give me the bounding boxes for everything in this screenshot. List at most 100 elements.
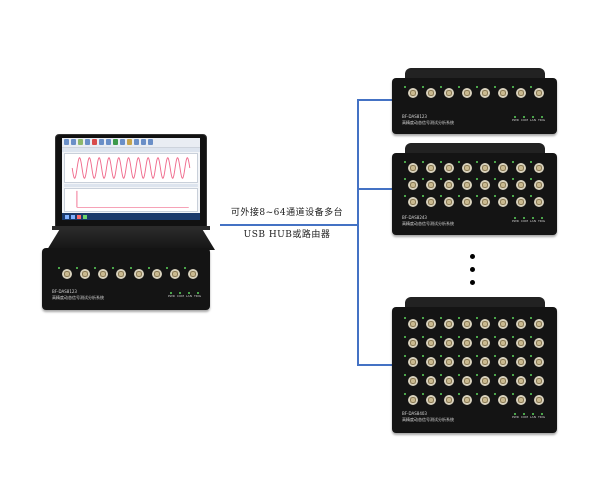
port-led bbox=[440, 178, 442, 180]
bnc-port bbox=[440, 355, 454, 367]
bnc-port bbox=[476, 161, 490, 173]
bnc-port bbox=[422, 86, 436, 98]
bnc-port bbox=[404, 355, 418, 367]
port-led bbox=[530, 161, 532, 163]
status-item: PWR bbox=[168, 292, 175, 298]
status-item: LAN bbox=[529, 116, 536, 122]
bnc-port bbox=[440, 336, 454, 348]
port-led bbox=[422, 86, 424, 88]
port-led bbox=[458, 317, 460, 319]
bnc-port bbox=[512, 355, 526, 367]
toolbar-icon bbox=[120, 139, 125, 145]
status-item: LAN bbox=[529, 217, 536, 223]
port-led bbox=[458, 374, 460, 376]
toolbar-icon bbox=[64, 139, 69, 145]
software-toolbar bbox=[62, 138, 200, 148]
port-led bbox=[530, 374, 532, 376]
port-led bbox=[494, 336, 496, 338]
toolbar-icon bbox=[106, 139, 111, 145]
port-led bbox=[494, 374, 496, 376]
toolbar-icon bbox=[99, 139, 104, 145]
bnc-port bbox=[404, 86, 418, 98]
bnc-port bbox=[494, 178, 508, 190]
port-led bbox=[476, 195, 478, 197]
bnc-port bbox=[494, 161, 508, 173]
bnc-port bbox=[512, 86, 526, 98]
ellipsis-dot bbox=[470, 280, 475, 285]
status-item: LAN bbox=[185, 292, 192, 298]
port-led bbox=[422, 161, 424, 163]
bnc-port bbox=[440, 161, 454, 173]
toolbar-icon bbox=[92, 139, 97, 145]
toolbar-icon bbox=[148, 139, 153, 145]
laptop-screen bbox=[62, 138, 200, 220]
port-led bbox=[112, 267, 114, 269]
port-led bbox=[148, 267, 150, 269]
bnc-port bbox=[458, 374, 472, 386]
port-led bbox=[422, 178, 424, 180]
bnc-port bbox=[476, 393, 490, 405]
bnc-port bbox=[530, 178, 544, 190]
device-model: BF-DAS8403 bbox=[402, 411, 427, 416]
status-item: TRIG bbox=[193, 292, 202, 298]
bnc-port bbox=[440, 178, 454, 190]
bnc-port bbox=[440, 195, 454, 207]
port-led bbox=[530, 195, 532, 197]
bnc-port bbox=[494, 393, 508, 405]
port-led bbox=[458, 178, 460, 180]
port-led bbox=[476, 355, 478, 357]
toolbar-icon bbox=[134, 139, 139, 145]
status-item: COM bbox=[176, 292, 184, 298]
bnc-port bbox=[512, 336, 526, 348]
device-model: BF-DAS8243 bbox=[402, 215, 427, 220]
bnc-port bbox=[530, 161, 544, 173]
port-led bbox=[476, 161, 478, 163]
bnc-port bbox=[148, 267, 162, 279]
bnc-port bbox=[476, 86, 490, 98]
toolbar-icon bbox=[113, 139, 118, 145]
bnc-port bbox=[458, 317, 472, 329]
port-led bbox=[494, 86, 496, 88]
bnc-port bbox=[458, 86, 472, 98]
bnc-port bbox=[458, 178, 472, 190]
bnc-port bbox=[458, 393, 472, 405]
port-led bbox=[530, 317, 532, 319]
port-led bbox=[458, 86, 460, 88]
bnc-port bbox=[404, 178, 418, 190]
port-led bbox=[530, 336, 532, 338]
bnc-port bbox=[476, 178, 490, 190]
port-led bbox=[512, 195, 514, 197]
device-description: 高精度动态信号测试分析系统 bbox=[52, 295, 104, 300]
bnc-port bbox=[476, 336, 490, 348]
port-led bbox=[422, 317, 424, 319]
port-led bbox=[440, 393, 442, 395]
port-led bbox=[422, 355, 424, 357]
bnc-port bbox=[422, 355, 436, 367]
bnc-port bbox=[530, 317, 544, 329]
port-led bbox=[458, 161, 460, 163]
branch-line-3 bbox=[357, 364, 392, 366]
status-item: PWR bbox=[512, 116, 519, 122]
taskbar-icon bbox=[65, 214, 69, 219]
status-item: PWR bbox=[512, 217, 519, 223]
status-item: COM bbox=[520, 116, 528, 122]
bnc-port bbox=[512, 178, 526, 190]
port-led bbox=[440, 355, 442, 357]
port-led bbox=[440, 336, 442, 338]
port-led bbox=[422, 195, 424, 197]
toolbar-icon bbox=[85, 139, 90, 145]
spectrum-chart bbox=[64, 188, 198, 212]
port-led bbox=[458, 336, 460, 338]
bnc-port bbox=[94, 267, 108, 279]
device-model: BF-DAS8123 bbox=[52, 289, 77, 294]
status-item: PWR bbox=[512, 413, 519, 419]
port-led bbox=[404, 374, 406, 376]
port-led bbox=[476, 178, 478, 180]
device-description: 高精度动态信号测试分析系统 bbox=[402, 120, 454, 125]
port-led bbox=[512, 355, 514, 357]
port-led bbox=[476, 336, 478, 338]
expansion-unit-40ch: BF-DAS8403 高精度动态信号测试分析系统 PWR COM LAN TRI… bbox=[392, 307, 557, 433]
device-description: 高精度动态信号测试分析系统 bbox=[402, 221, 454, 226]
status-item: TRIG bbox=[537, 217, 546, 223]
port-led bbox=[458, 355, 460, 357]
